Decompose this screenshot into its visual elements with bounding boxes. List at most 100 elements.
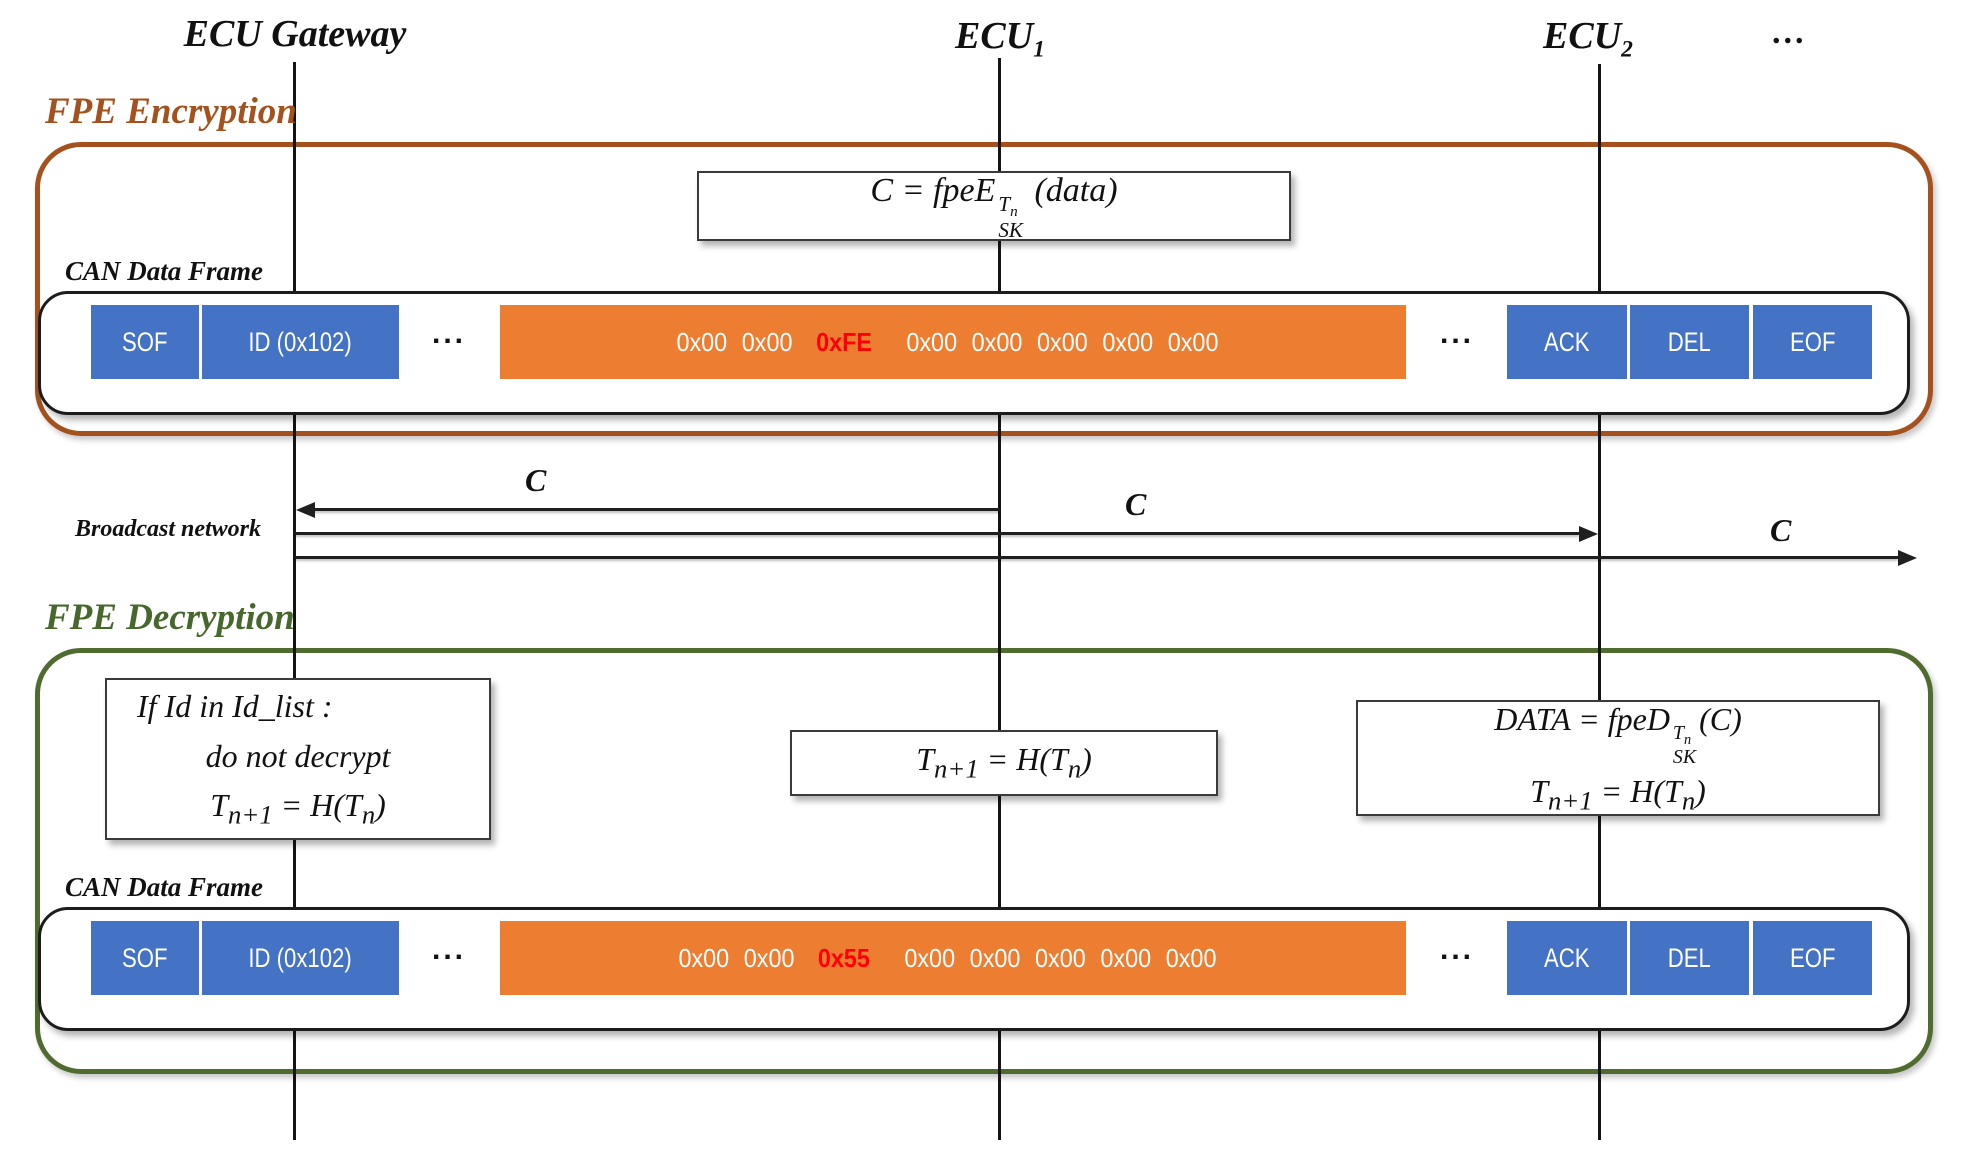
tn-lead: T xyxy=(916,741,934,778)
header-ecu2-base: ECU xyxy=(1543,15,1622,57)
tn-mid: = H(T xyxy=(1592,772,1682,809)
tn-tail-sub: n xyxy=(361,799,376,830)
tn-lead-sub: n+1 xyxy=(228,799,273,830)
dots-glyph: ... xyxy=(1439,933,1474,966)
message3-line xyxy=(295,556,1898,559)
sof-label: SOF xyxy=(122,326,168,357)
fpe-encryption-label: FPE Encryption xyxy=(45,91,297,132)
data-byte-highlight: 0x55 xyxy=(818,942,871,973)
sof-cell: SOF xyxy=(91,921,199,995)
lifeline-ecu1 xyxy=(998,58,1001,1140)
data-bytes-post: 0x00 0x00 0x00 0x00 0x00 xyxy=(906,326,1219,357)
decryption-frame-label: CAN Data Frame xyxy=(65,872,264,902)
header-ellipsis: ... xyxy=(1772,14,1807,51)
header-ecu-gateway: ECU Gateway xyxy=(184,12,407,56)
tn-tail: ) xyxy=(375,787,386,824)
header-ecu-gateway-label: ECU Gateway xyxy=(183,13,407,55)
sof-cell: SOF xyxy=(91,305,199,379)
header-ecu2: ECU2 xyxy=(1543,14,1633,64)
formula-sub: SK xyxy=(998,218,1023,243)
eof-cell: EOF xyxy=(1753,305,1872,379)
formula-sup-sub: n xyxy=(1683,732,1692,749)
formula-sub: SK xyxy=(1672,745,1697,768)
formula-sup: Tn xyxy=(998,194,1023,220)
encryption-frame-label: CAN Data Frame xyxy=(65,256,264,286)
sof-label: SOF xyxy=(122,942,168,973)
data-bytes: 0x00 0x00 0xFE 0x00 0x00 0x00 0x00 0x00 xyxy=(670,327,1236,358)
header-ecu2-sub: 2 xyxy=(1621,36,1633,63)
id-cell: ID (0x102) xyxy=(202,305,399,379)
frame-ellipsis: ... xyxy=(401,921,497,995)
message2-label: C xyxy=(1125,486,1147,522)
message1-line xyxy=(312,508,1000,511)
fpe-decryption-container xyxy=(35,648,1933,1074)
formula-lead: DATA = fpeD xyxy=(1494,700,1670,737)
fpe-decryption-label: FPE Decryption xyxy=(45,597,295,638)
dots-glyph: ... xyxy=(431,933,466,966)
data-bytes-pre: 0x00 0x00 xyxy=(678,942,795,973)
frame-ellipsis: ... xyxy=(1409,305,1505,379)
gateway-box-line3: Tn+1 = H(Tn) xyxy=(210,781,386,836)
id-cell: ID (0x102) xyxy=(202,921,399,995)
ack-cell: ACK xyxy=(1507,921,1627,995)
tn-lead-sub: n+1 xyxy=(1548,785,1593,816)
ack-cell: ACK xyxy=(1507,305,1627,379)
message3-arrowhead xyxy=(1898,550,1917,566)
lifeline-ecu2 xyxy=(1598,64,1601,1140)
ecu2-box-line2: Tn+1 = H(Tn) xyxy=(1530,767,1706,822)
formula-tail: (C) xyxy=(1699,700,1742,737)
formula-sup: Tn xyxy=(1672,722,1696,749)
header-ecu1-sub: 1 xyxy=(1033,36,1045,63)
formula-tail: (data) xyxy=(1025,171,1118,209)
tn-mid: = H(T xyxy=(978,741,1068,778)
tn-tail: ) xyxy=(1695,772,1706,809)
tn-tail-sub: n xyxy=(1067,753,1082,784)
data-byte-highlight: 0xFE xyxy=(816,326,873,357)
lifeline-ecu-gateway xyxy=(293,62,296,1140)
message3-label: C xyxy=(1770,512,1792,548)
tn-mid: = H(T xyxy=(272,787,362,824)
data-field-cell: 0x00 0x00 0x55 0x00 0x00 0x00 0x00 0x00 xyxy=(500,921,1406,995)
gateway-decision-box: If Id in Id_list : do not decrypt Tn+1 =… xyxy=(105,678,491,840)
formula-sup-base: T xyxy=(998,192,1011,217)
ack-label: ACK xyxy=(1544,942,1590,973)
tn-lead: T xyxy=(210,787,228,824)
id-label: ID (0x102) xyxy=(248,942,353,973)
eof-cell: EOF xyxy=(1753,921,1872,995)
tn-lead: T xyxy=(1530,772,1548,809)
del-label: DEL xyxy=(1667,326,1712,357)
broadcast-network-label: Broadcast network xyxy=(75,516,262,542)
tn-lead-sub: n+1 xyxy=(934,753,979,784)
message1-arrowhead xyxy=(296,502,315,518)
formula-sup-sub: n xyxy=(1010,203,1018,221)
ecu1-decision-box: Tn+1 = H(Tn) xyxy=(790,730,1218,796)
frame-ellipsis: ... xyxy=(1409,921,1505,995)
message1-label: C xyxy=(525,462,547,498)
ecu1-box-line1: Tn+1 = H(Tn) xyxy=(916,741,1092,784)
ack-label: ACK xyxy=(1544,326,1590,357)
data-bytes-post: 0x00 0x00 0x00 0x00 0x00 xyxy=(904,942,1217,973)
id-label: ID (0x102) xyxy=(248,326,353,357)
eof-label: EOF xyxy=(1789,326,1836,357)
message2-line xyxy=(295,532,1579,535)
formula-sup-base: T xyxy=(1672,722,1684,745)
tn-tail: ) xyxy=(1081,741,1092,778)
message2-arrowhead xyxy=(1579,526,1598,542)
eof-label: EOF xyxy=(1789,942,1836,973)
data-bytes: 0x00 0x00 0x55 0x00 0x00 0x00 0x00 0x00 xyxy=(672,943,1234,974)
fpe-encryption-container xyxy=(35,142,1933,436)
data-field-cell: 0x00 0x00 0xFE 0x00 0x00 0x00 0x00 0x00 xyxy=(500,305,1406,379)
gateway-box-line1: If Id in Id_list : xyxy=(137,688,333,725)
del-cell: DEL xyxy=(1630,305,1749,379)
header-ecu1-base: ECU xyxy=(955,15,1034,57)
data-bytes-pre: 0x00 0x00 xyxy=(676,326,793,357)
header-ecu1: ECU1 xyxy=(955,14,1045,64)
